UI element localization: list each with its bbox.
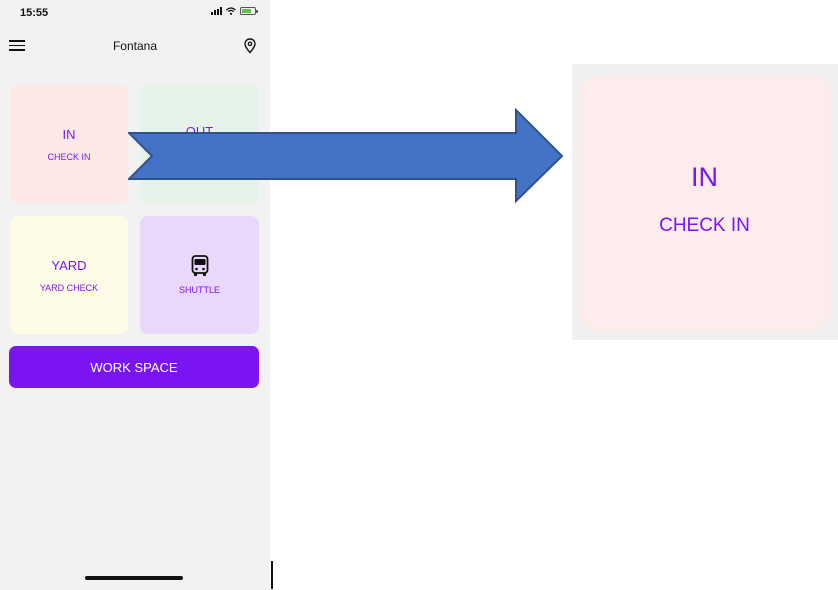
bus-icon <box>191 255 208 276</box>
check-in-tile-title: IN <box>62 126 76 142</box>
home-indicator[interactable] <box>85 576 183 580</box>
status-bar: 15:55 <box>0 0 270 28</box>
zoomed-check-in-panel: IN CHECK IN <box>572 64 838 340</box>
status-time: 15:55 <box>20 7 49 19</box>
work-space-button[interactable]: WORK SPACE <box>9 346 259 388</box>
text-cursor <box>271 561 273 589</box>
check-in-tile[interactable]: IN CHECK IN <box>10 85 128 203</box>
battery-icon <box>240 7 258 15</box>
location-pin-icon[interactable] <box>243 38 257 54</box>
status-icons <box>211 7 258 15</box>
yard-tile-title: YARD <box>51 257 87 273</box>
yard-tile-subtitle: YARD CHECK <box>39 282 99 293</box>
wifi-icon <box>226 7 236 15</box>
zoomed-check-in-tile: IN CHECK IN <box>578 75 831 331</box>
top-nav-bar: Fontana <box>0 30 270 62</box>
yard-check-tile[interactable]: YARD YARD CHECK <box>10 216 128 334</box>
hamburger-menu-icon[interactable] <box>9 40 25 51</box>
shuttle-tile-subtitle: SHUTTLE <box>178 285 220 295</box>
signal-icon <box>211 7 222 15</box>
phone-screen: 15:55 Fontana IN CHECK IN <box>0 0 270 590</box>
shuttle-tile[interactable]: SHUTTLE <box>140 216 259 334</box>
location-title: Fontana <box>112 39 158 53</box>
right-arrow-annotation <box>128 108 564 204</box>
zoomed-tile-title: IN <box>691 161 718 192</box>
zoomed-tile-subtitle: CHECK IN <box>659 214 750 236</box>
check-in-tile-subtitle: CHECK IN <box>47 151 91 162</box>
